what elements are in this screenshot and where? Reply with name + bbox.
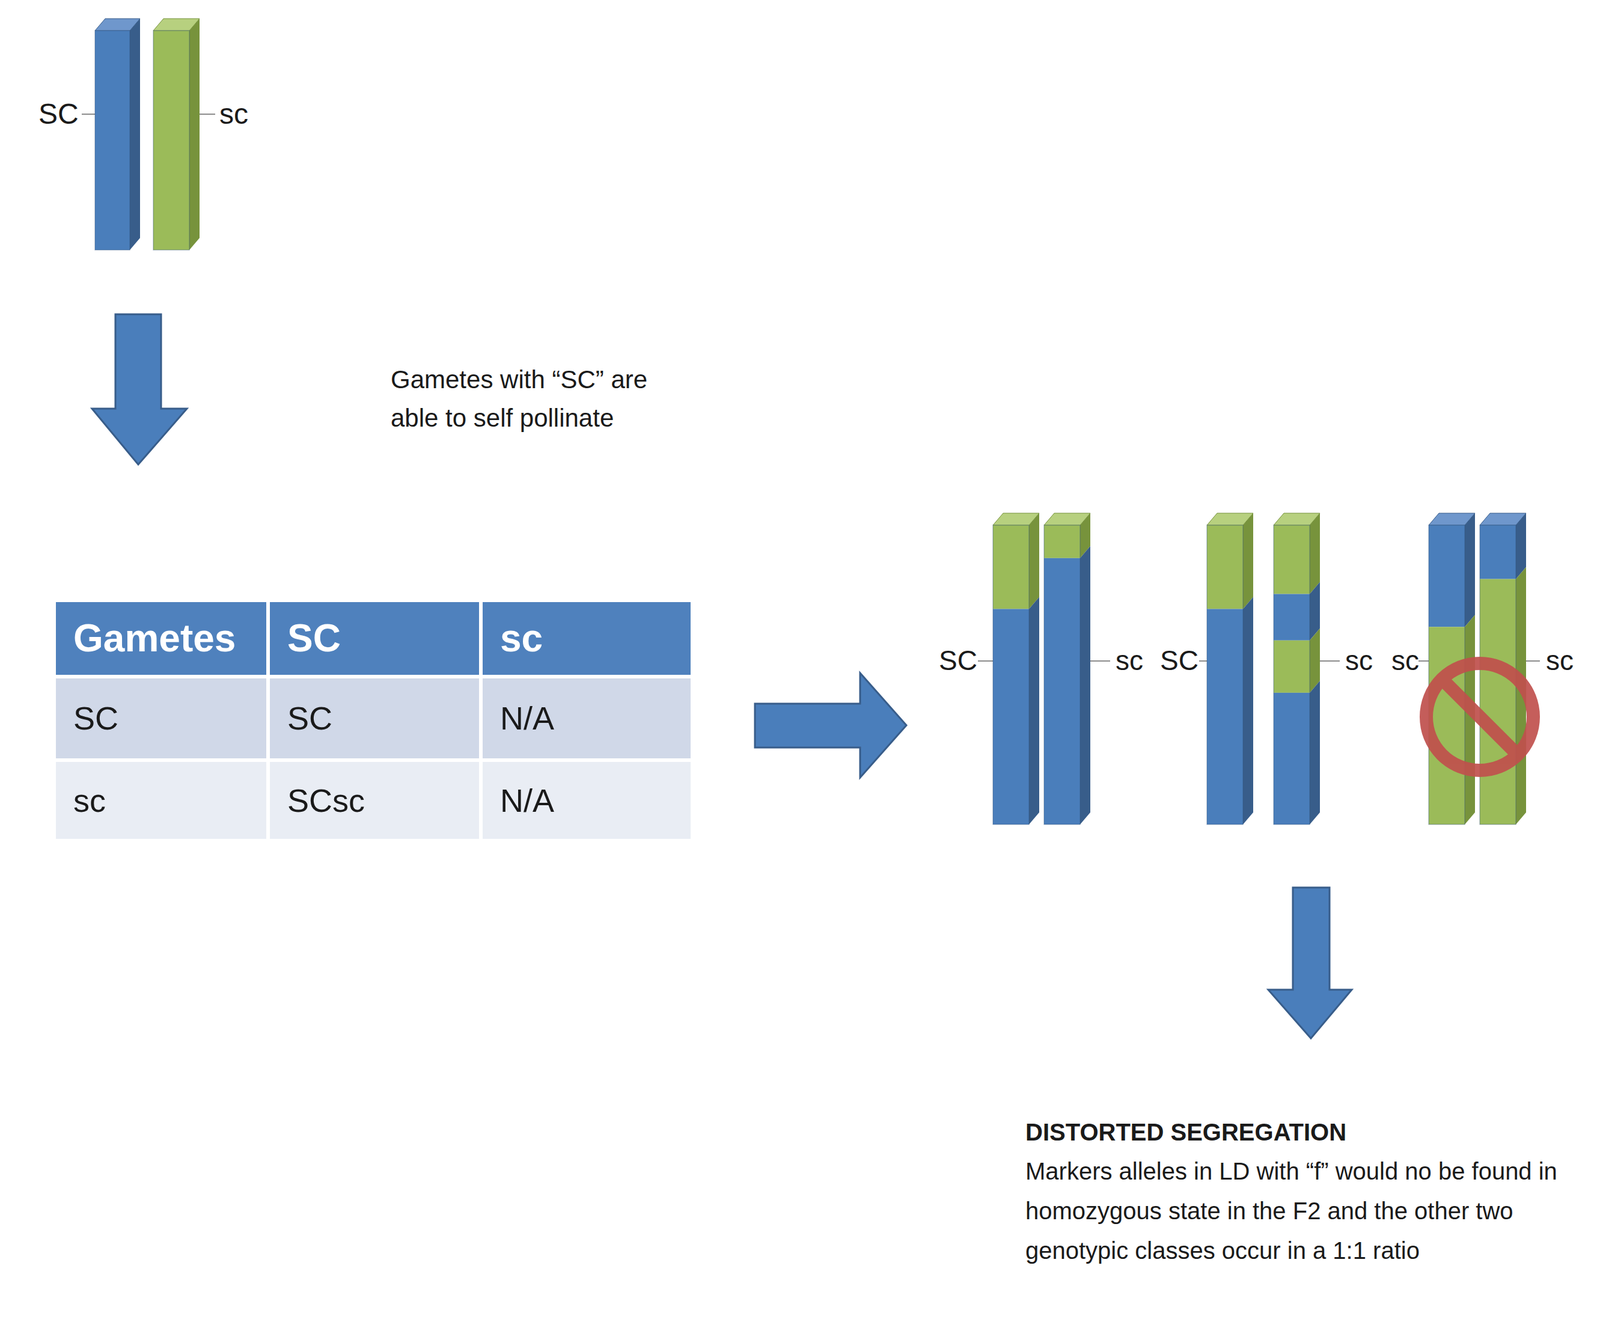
prohibited-ring: [1426, 663, 1534, 771]
table-header-cell: [55, 602, 267, 675]
chromosome: [1273, 513, 1320, 825]
chromosome-outline: [992, 525, 1030, 825]
chromosome-side-face: [1309, 680, 1320, 825]
chromosome: [94, 18, 141, 251]
heading: DISTORTED SEGREGATION: [1025, 1117, 1347, 1147]
table-cell: SC: [55, 678, 267, 759]
table: [55, 602, 691, 840]
chromosome-segment: [1479, 525, 1516, 580]
chromosome-segment: [992, 608, 1030, 825]
chromosome-segment: [1206, 525, 1243, 609]
allele-label: SC: [1160, 644, 1199, 678]
chromosome-side-face: [1080, 546, 1091, 825]
prohibited-sign: [1426, 663, 1534, 771]
table-cell-bg: [55, 678, 267, 759]
chromosome-outline: [1044, 525, 1081, 825]
allele-label: sc: [219, 96, 249, 132]
locus-tick: [1526, 660, 1540, 662]
chromosomes: [94, 18, 1527, 825]
table-cell-bg: [269, 762, 480, 840]
chromosome-side-face: [1029, 513, 1040, 609]
chromosome-segment: [1428, 626, 1465, 825]
chromosome-outline: [94, 30, 130, 251]
locus-tick: [1199, 660, 1207, 662]
table-cell: SC: [269, 678, 480, 759]
chromosome: [992, 513, 1040, 825]
locus-tick: [977, 660, 993, 662]
allele-label: SC: [38, 96, 79, 132]
chromosome-side-face: [1242, 596, 1254, 825]
table-header: Gametes: [55, 602, 267, 675]
allele-label: sc: [1115, 644, 1144, 678]
note-text: Gametes with “SC” are able to self polli…: [390, 360, 692, 438]
table-header-cell: [269, 602, 480, 675]
allele-label: SC: [938, 644, 978, 678]
chromosome-outline: [1206, 525, 1243, 825]
locus-tick: [1090, 660, 1111, 662]
locus-ticks: [81, 114, 1540, 662]
chromosome-segment: [153, 30, 190, 251]
locus-tick: [1418, 660, 1429, 662]
chromosome-side-face: [129, 18, 141, 251]
body-text: Markers alleles in LD with “f” would no …: [1025, 1151, 1561, 1271]
chromosome-outline: [153, 30, 190, 251]
table-cell: N/A: [482, 762, 691, 840]
chromosome-segment: [94, 30, 130, 251]
block-arrow: [1268, 887, 1352, 1039]
chromosome-segment: [1428, 525, 1465, 627]
chromosome-side-face: [1029, 596, 1040, 825]
locus-tick: [199, 113, 216, 115]
chromosome-side-face: [1309, 513, 1320, 595]
chromosome-side-face: [189, 18, 200, 251]
table-cell-bg: [55, 762, 267, 840]
chromosome-segment: [1044, 558, 1081, 825]
chromosome: [1206, 513, 1254, 825]
chromosome-segment: [1273, 525, 1310, 595]
table-header: sc: [482, 602, 691, 675]
allele-label: sc: [1391, 644, 1420, 678]
chromosome: [1044, 513, 1091, 825]
chromosome-segment: [1273, 640, 1310, 694]
chromosome: [153, 18, 200, 251]
locus-tick: [81, 113, 95, 115]
chromosome-segment: [1044, 525, 1081, 559]
chromosome-segment: [1273, 693, 1310, 825]
chromosome-segment: [1206, 608, 1243, 825]
table-cell-bg: [482, 678, 691, 759]
table-cell: sc: [55, 762, 267, 840]
table-cell: N/A: [482, 678, 691, 759]
block-arrow: [91, 314, 187, 465]
table-cell-bg: [482, 762, 691, 840]
table-header: SC: [269, 602, 480, 675]
chromosome-segment: [1273, 594, 1310, 641]
allele-label: sc: [1545, 644, 1574, 678]
chromosome-outline: [1273, 525, 1310, 825]
allele-label: sc: [1345, 644, 1373, 678]
chromosome-side-face: [1464, 513, 1475, 627]
chromosome-segment: [1479, 579, 1516, 825]
block-arrow: [754, 673, 907, 778]
table-cell: SCsc: [269, 762, 480, 840]
chromosome-segment: [992, 525, 1030, 609]
table-header-cell: [482, 602, 691, 675]
locus-tick: [1319, 660, 1340, 662]
prohibited-slash: [1441, 679, 1518, 755]
chromosome-side-face: [1242, 513, 1254, 609]
table-cell-bg: [269, 678, 480, 759]
